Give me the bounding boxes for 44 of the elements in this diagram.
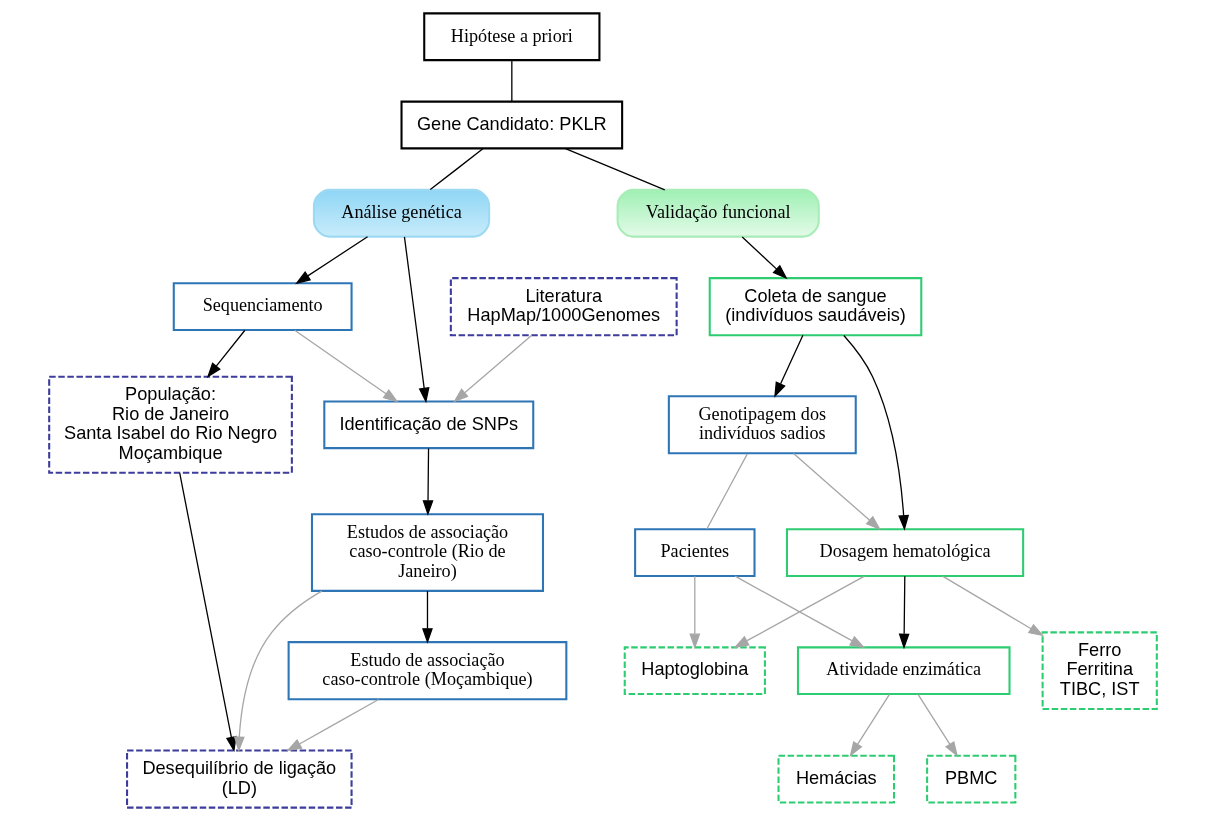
node-box: Haptoglobina — [623, 646, 766, 696]
node-box: População: Rio de Janeiro Santa Isabel do Rio Negro Moçambique — [47, 375, 293, 474]
arrow — [842, 334, 909, 531]
arrow — [792, 452, 881, 531]
arrow — [773, 334, 804, 398]
arrow — [294, 236, 368, 285]
node-box: Sequenciamento — [172, 282, 353, 332]
arrow — [916, 693, 958, 757]
node-box: Hemácias — [777, 754, 895, 804]
arrow — [733, 575, 865, 649]
arrow — [422, 447, 433, 516]
connector — [429, 148, 483, 191]
connector — [705, 453, 748, 530]
node-box: Atividade enzimática — [796, 646, 1011, 696]
connector — [564, 147, 665, 191]
arrow — [941, 575, 1044, 637]
arrow — [403, 236, 430, 404]
node-box: Identificação de SNPs — [322, 400, 534, 450]
node-box: Pacientes — [633, 528, 756, 577]
node-box: Estudos de associação caso-controle (Rio de Janeiro) — [310, 513, 544, 592]
node-box: Genotipagem dos indivíduos sadios — [667, 395, 857, 455]
node-box: Gene Candidato: PKLR — [400, 100, 623, 150]
arrow — [178, 472, 237, 753]
arrow — [741, 236, 788, 280]
arrow — [285, 698, 379, 752]
node-box: PBMC — [925, 754, 1016, 804]
arrow — [898, 575, 910, 650]
node-box: Estudo de associação caso-controle (Moçambique) — [287, 641, 567, 701]
arrow — [452, 334, 532, 403]
node-box: Desequilíbrio de ligação (LD) — [125, 749, 353, 809]
node-box: Literatura HapMap/1000Genomes — [449, 277, 678, 337]
arrow — [293, 329, 398, 403]
node-box: Hipótese a priori — [422, 12, 600, 62]
arrow — [688, 575, 700, 650]
node-box: Ferro Ferritina TIBC, IST — [1041, 631, 1158, 710]
arrow — [849, 693, 890, 757]
arrow — [206, 329, 246, 378]
arrow — [421, 590, 433, 644]
node-box: Validação funcional — [616, 188, 820, 238]
arrow — [233, 590, 322, 753]
node-box: Dosagem hematológica — [785, 528, 1024, 577]
node-box: Análise genética — [312, 188, 490, 238]
connector — [510, 59, 512, 102]
node-box: Coleta de sangue (indivíduos saudáveis) — [708, 277, 922, 337]
